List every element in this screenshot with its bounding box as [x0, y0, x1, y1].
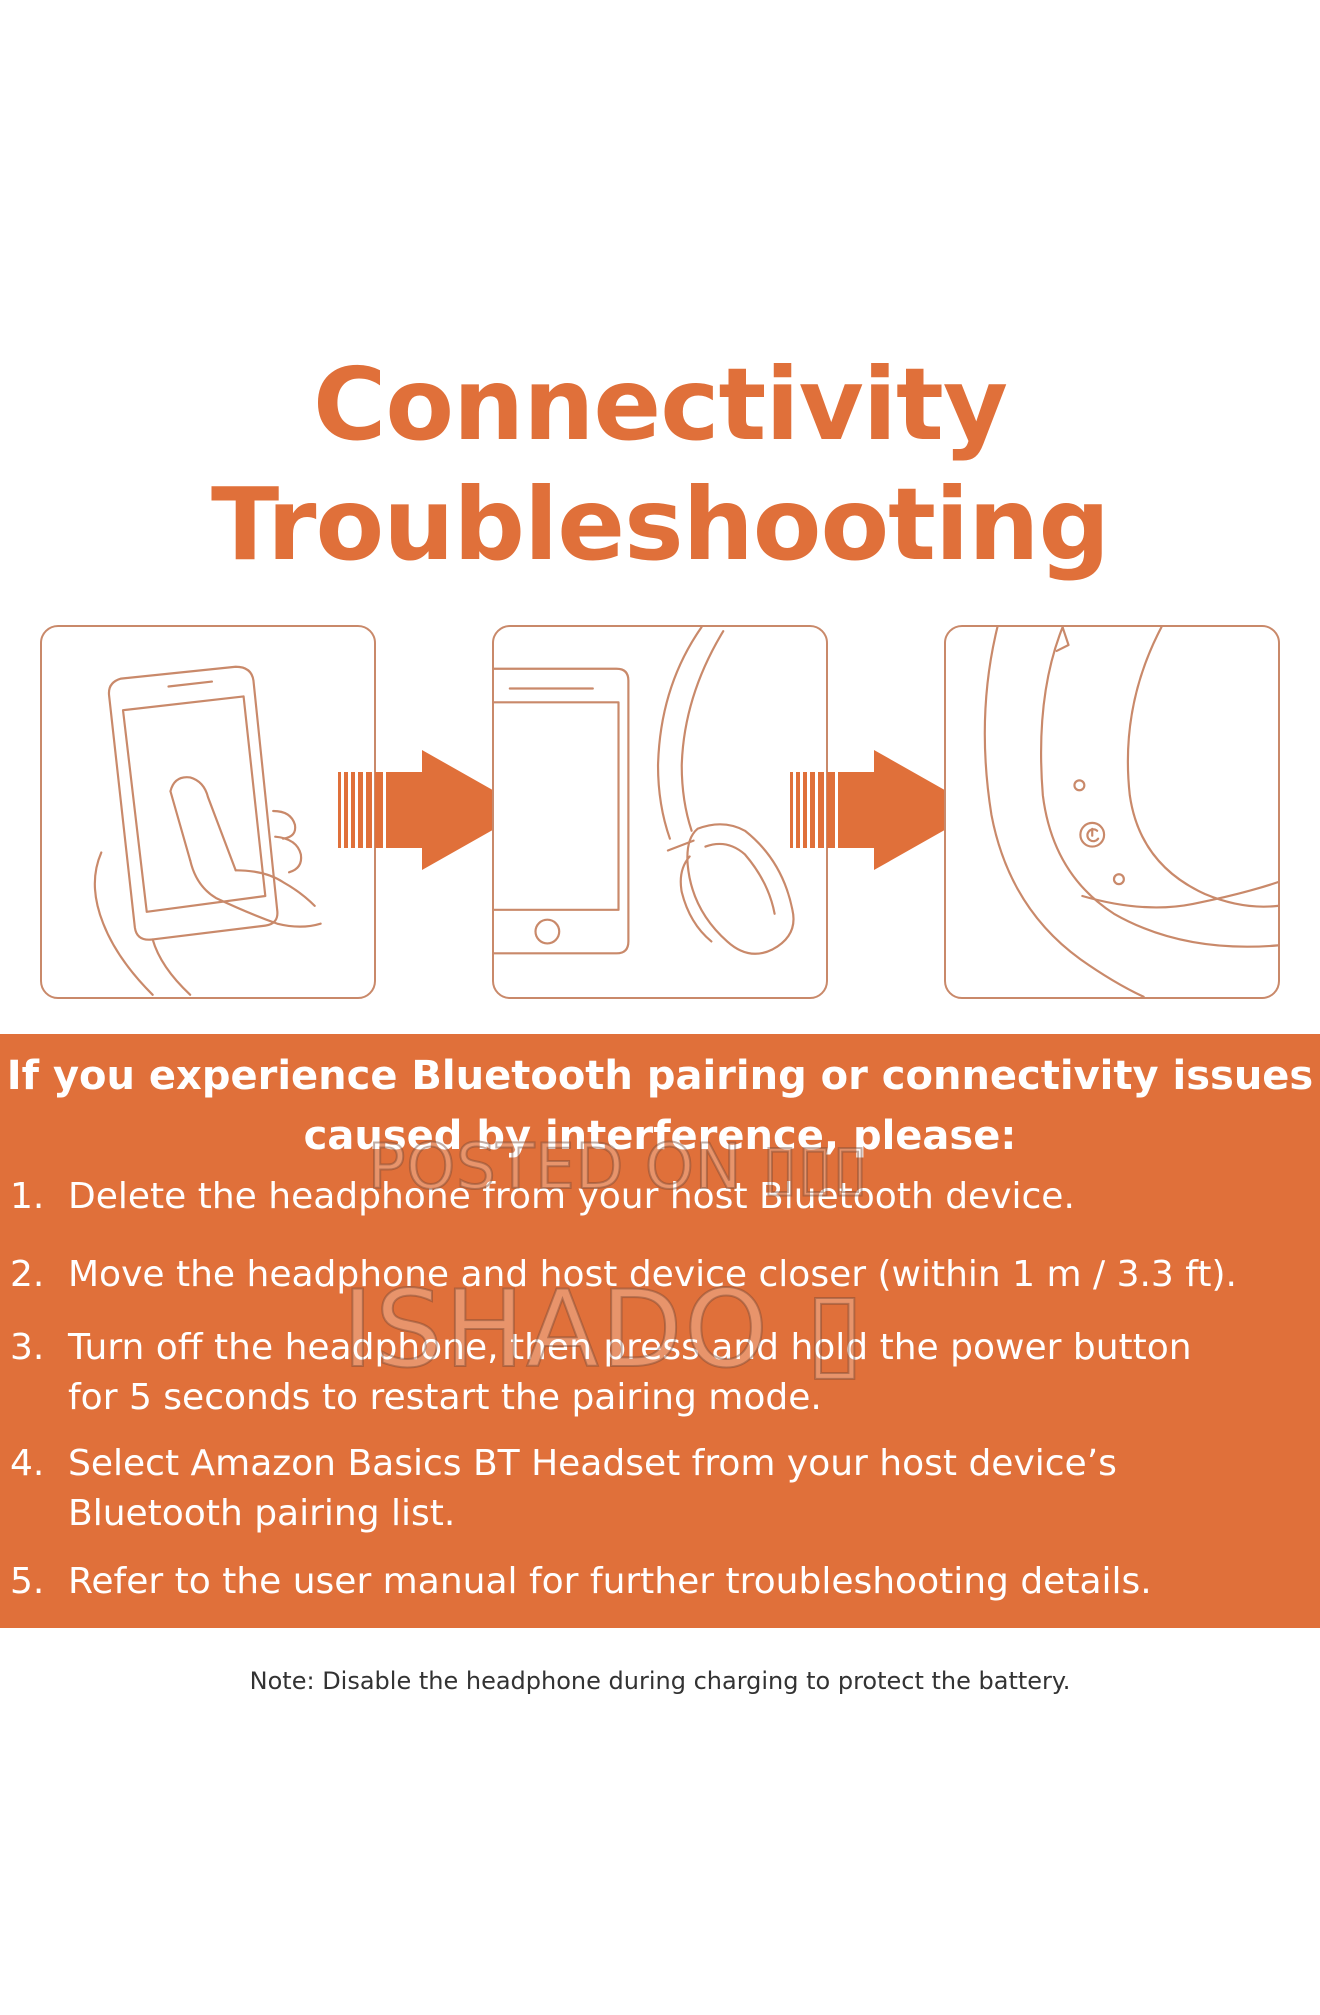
step-text: Refer to the user manual for further tro…	[68, 1557, 1298, 1607]
arrow-right-icon	[790, 750, 980, 870]
battery-note: Note: Disable the headphone during charg…	[249, 1667, 1071, 1695]
illustration-panel-2	[492, 625, 828, 999]
phone-and-headphone-icon	[494, 627, 795, 955]
page-title-line-1: Connectivity	[312, 346, 1008, 463]
instructions-heading-line-1: If you experience Bluetooth pairing or c…	[6, 1053, 1314, 1099]
page-title-line-2: Troubleshooting	[210, 466, 1110, 583]
step-text: Turn off the headphone, then press and h…	[68, 1323, 1298, 1423]
step-number: 2.	[10, 1254, 45, 1295]
step-text: Select Amazon Basics BT Headset from you…	[68, 1439, 1298, 1539]
instructions-heading-line-2: caused by interference, please:	[303, 1113, 1017, 1159]
step-text-line: Move the headphone and host device close…	[68, 1254, 1237, 1295]
illustration-panel-1	[40, 625, 376, 999]
step-number: 3.	[10, 1327, 45, 1368]
headphone-power-button-icon	[983, 627, 1278, 997]
step-number: 4.	[10, 1443, 45, 1484]
instructions-steps: 1. Delete the headphone from your host B…	[0, 1034, 1320, 1628]
step-text: Delete the headphone from your host Blue…	[68, 1172, 1298, 1222]
step-text-line: Bluetooth pairing list.	[68, 1493, 456, 1534]
step-text-line: Turn off the headphone, then press and h…	[68, 1327, 1192, 1368]
step-text-line: for 5 seconds to restart the pairing mod…	[68, 1377, 822, 1418]
step-text-line: Delete the headphone from your host Blue…	[68, 1176, 1075, 1217]
arrow-right-icon	[338, 750, 528, 870]
instructions-band: If you experience Bluetooth pairing or c…	[0, 1034, 1320, 1628]
step-number: 1.	[10, 1176, 45, 1217]
illustration-panel-3	[944, 625, 1280, 999]
step-text-line: Select Amazon Basics BT Headset from you…	[68, 1443, 1117, 1484]
step-text: Move the headphone and host device close…	[68, 1250, 1298, 1300]
hand-holding-phone-icon	[93, 665, 322, 996]
step-number: 5.	[10, 1561, 45, 1602]
instructions-heading: If you experience Bluetooth pairing or c…	[0, 1046, 1320, 1166]
step-text-line: Refer to the user manual for further tro…	[68, 1561, 1152, 1602]
